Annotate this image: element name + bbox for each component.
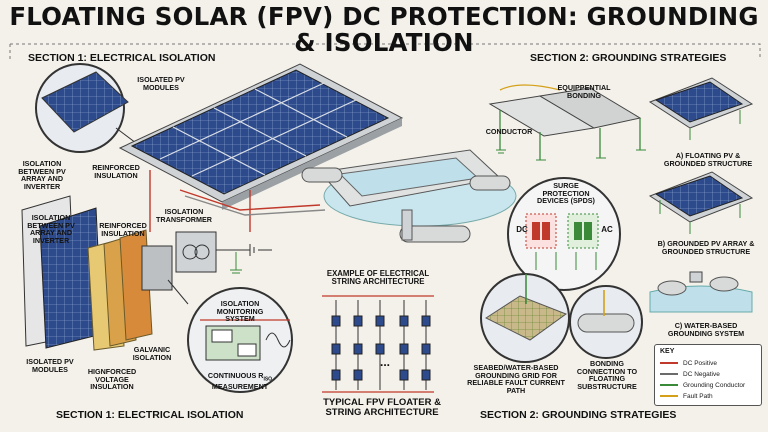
section1-frame xyxy=(9,43,460,60)
label-floating-pv: a) FLOATING PV & GROUNDED STRUCTURE xyxy=(663,151,753,168)
label-continuous-r: CONTINUOUS R xyxy=(207,371,264,380)
legend-item-dc-positive: DC Positive xyxy=(660,358,717,368)
legend-label: DC Negative xyxy=(683,370,720,378)
transformer-box xyxy=(175,231,272,274)
label-iso-subscript: ISO xyxy=(263,376,273,383)
label-dc: DC xyxy=(516,225,528,234)
section2-frame xyxy=(470,43,761,60)
label-spd-title: SURGE PROTECTION DEVICES (SPDs) xyxy=(537,181,595,206)
bonding-structure xyxy=(488,84,646,161)
label-high-voltage-insulation: HIGNFORCED VOLTAGE INSULATION xyxy=(87,367,137,392)
legend-swatch xyxy=(660,362,678,364)
section2-heading: SECTION 2: GROUNDING STRATEGIES xyxy=(530,52,727,64)
label-equipotential-bonding: EQUIPPENTIAL BONDING xyxy=(557,83,611,100)
label-conductor: CONDUCTOR xyxy=(485,127,533,136)
label-bonding-connection: BONDING CONNECTION TO FLOATING SUBSTRUCT… xyxy=(576,359,638,391)
label-water-based: c) WATER-BASED GROUNDING SYSTEM xyxy=(667,321,745,338)
legend-item-dc-negative: DC Negative xyxy=(660,369,720,379)
legend-swatch xyxy=(660,373,678,375)
label-typical-fpv: TYPICAL FPV FLOATER & STRING ARCHITECTUR… xyxy=(323,397,441,418)
label-example-string: EXAMPLE OF ELECTRICAL STRING ARCHITECTUR… xyxy=(326,269,430,287)
floater-walkway xyxy=(301,149,517,243)
label-ac: AC xyxy=(601,225,613,234)
label-isolated-pv-modules-bottom: ISOLATED PV MODULES xyxy=(26,357,74,374)
label-reinforced-insulation-1: REINFORCED INSULATION xyxy=(92,163,140,180)
label-seabed-grid: SEABED/WATER-BASED GROUNDING GRID FOR RE… xyxy=(467,363,565,395)
monitoring-circle xyxy=(187,287,293,393)
label-galvanic-isolation: GALVANIC ISOLATION xyxy=(132,345,172,362)
scenario-c xyxy=(649,271,753,313)
label-isolation-monitoring: ISOLATION MONITORING SYSTEM xyxy=(216,299,264,324)
legend-item-grounding-conductor: Grounding Conductor xyxy=(660,380,745,390)
legend-title: KEY xyxy=(660,348,675,355)
label-grounded-pv: b) GROUNDED PV ARRAY & GROUNDED STRUCTUR… xyxy=(657,239,755,256)
legend-swatch xyxy=(660,384,678,386)
legend-label: DC Positive xyxy=(683,359,717,367)
grounding-grid-circle xyxy=(480,273,570,363)
label-reinforced-insulation-2: REINFORCED INSULATION xyxy=(99,221,147,238)
label-isolation-between-2: ISOLATION BETWEEN PV ARRAY AND INVERTER xyxy=(27,213,75,245)
legend-label: Fault Path xyxy=(683,392,713,400)
main-pv-array xyxy=(118,63,404,232)
section1-heading: SECTION 1: ELECTRICAL ISOLATION xyxy=(28,52,216,64)
label-isolated-pv-modules-top: ISOLATED PV MODULES xyxy=(137,75,185,92)
label-isolation-transformer: ISOLATION TRANSFORMER xyxy=(156,207,212,224)
label-measurement: MEASUREMENT xyxy=(211,381,269,391)
zoom-circle-panels xyxy=(35,63,149,153)
legend-key: KEY DC Positive DC Negative Grounding Co… xyxy=(654,344,762,406)
isolation-layers xyxy=(21,195,189,351)
scenario-b xyxy=(648,171,754,234)
section1-footer: SECTION 1: ELECTRICAL ISOLATION xyxy=(56,409,244,421)
label-dots: ... xyxy=(380,355,391,369)
legend-item-fault-path: Fault Path xyxy=(660,391,713,401)
spd-circle xyxy=(507,177,621,291)
page-title: FLOATING SOLAR (FPV) DC PROTECTION: GROU… xyxy=(9,2,759,57)
legend-label: Grounding Conductor xyxy=(683,381,746,389)
legend-swatch xyxy=(660,395,678,397)
scenario-a xyxy=(648,77,754,140)
section2-footer: SECTION 2: GROUNDING STRATEGIES xyxy=(480,409,677,421)
label-continuous-measurement: CONTINUOUS RISO MEASUREMENT xyxy=(206,372,274,390)
bonding-circle xyxy=(569,285,643,359)
label-isolation-between-1: ISOLATION BETWEEN PV ARRAY AND INVERTER xyxy=(18,159,66,191)
string-architecture xyxy=(322,295,434,393)
